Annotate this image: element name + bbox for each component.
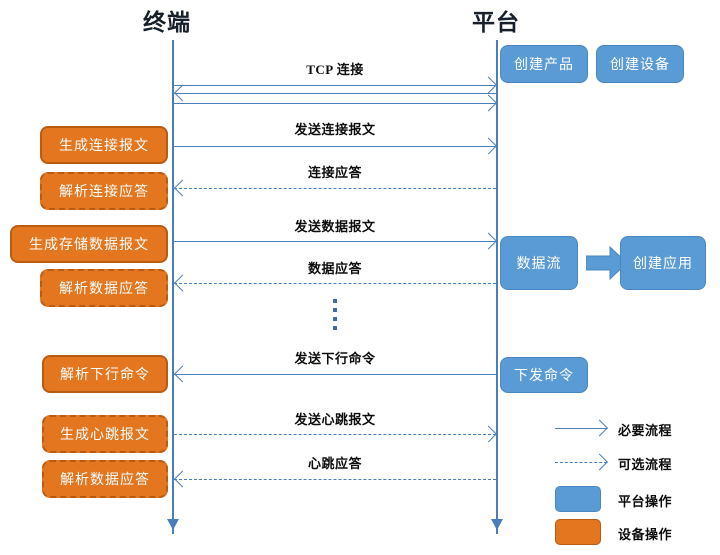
- device-box-parse-data-response-2[interactable]: 解析数据应答: [42, 460, 168, 498]
- device-box-generate-storage-data-packet[interactable]: 生成存储数据报文: [10, 225, 168, 263]
- lifeline-terminal-end-arrow: [167, 519, 179, 530]
- message-label-send-connect-packet: 发送连接报文: [294, 122, 376, 137]
- device-box-label: 解析数据应答: [59, 280, 149, 296]
- message-line-send-data-packet: [174, 241, 496, 242]
- message-line-send-downlink-command: [174, 374, 496, 375]
- lifeline-platform-end-arrow: [491, 519, 503, 530]
- arrowhead-tcp-synack: [174, 84, 191, 102]
- platform-box-label: 创建应用: [633, 255, 693, 271]
- platform-box-create-product[interactable]: 创建产品: [500, 45, 588, 83]
- device-box-generate-connect-packet[interactable]: 生成连接报文: [40, 126, 168, 164]
- lifeline-platform: [496, 40, 498, 534]
- vertical-ellipsis: [333, 299, 337, 330]
- legend-solid-line: [555, 428, 607, 429]
- arrowhead-send-connect-packet: [480, 137, 497, 155]
- device-box-parse-data-response[interactable]: 解析数据应答: [40, 269, 168, 307]
- legend-label-platform-operation: 平台操作: [618, 494, 673, 509]
- legend-swatch-platform: [555, 486, 601, 512]
- message-line-heartbeat-response: [174, 479, 496, 480]
- legend-label-optional-flow: 可选流程: [618, 457, 673, 472]
- actor-title-terminal: 终端: [143, 10, 191, 35]
- platform-box-label: 下发命令: [514, 367, 574, 383]
- arrowhead-heartbeat-response: [174, 470, 191, 488]
- message-line-send-heartbeat-packet: [174, 434, 496, 435]
- arrowhead-send-heartbeat-packet: [480, 425, 497, 443]
- arrowhead-data-response: [174, 274, 191, 292]
- legend-solid-arrowhead: [591, 419, 608, 437]
- lifeline-terminal: [172, 40, 174, 534]
- device-box-label: 生成存储数据报文: [29, 236, 149, 252]
- message-label-tcp-connect: TCP 连接: [306, 62, 364, 77]
- arrowhead-send-data-packet: [480, 232, 497, 250]
- device-box-parse-connect-response[interactable]: 解析连接应答: [40, 172, 168, 210]
- arrowhead-connect-response: [174, 179, 191, 197]
- legend-swatch-device: [555, 519, 601, 545]
- device-box-parse-downlink-command[interactable]: 解析下行命令: [42, 355, 168, 393]
- device-box-label: 解析数据应答: [60, 471, 150, 487]
- platform-box-send-command[interactable]: 下发命令: [500, 357, 588, 393]
- message-line-data-response: [174, 283, 496, 284]
- device-box-generate-heartbeat-packet[interactable]: 生成心跳报文: [42, 415, 168, 453]
- legend-dashed-line: [555, 462, 607, 463]
- message-line-tcp-ack: [174, 103, 496, 104]
- arrowhead-tcp-syn: [480, 76, 497, 94]
- platform-box-create-device[interactable]: 创建设备: [596, 45, 684, 83]
- platform-box-label: 创建设备: [610, 56, 670, 72]
- message-label-send-downlink-command: 发送下行命令: [294, 351, 376, 366]
- arrowhead-send-downlink-command: [174, 365, 191, 383]
- device-box-label: 解析下行命令: [60, 366, 150, 382]
- legend-label-required-flow: 必要流程: [618, 423, 673, 438]
- device-box-label: 生成心跳报文: [60, 426, 150, 442]
- platform-box-label: 创建产品: [514, 56, 574, 72]
- message-label-send-heartbeat-packet: 发送心跳报文: [294, 412, 376, 427]
- device-box-label: 生成连接报文: [59, 137, 149, 153]
- legend-label-device-operation: 设备操作: [618, 527, 673, 542]
- device-box-label: 解析连接应答: [59, 183, 149, 199]
- platform-box-create-application[interactable]: 创建应用: [620, 236, 706, 290]
- message-label-heartbeat-response: 心跳应答: [307, 456, 362, 471]
- message-line-send-connect-packet: [174, 146, 496, 147]
- message-label-data-response: 数据应答: [307, 261, 362, 276]
- actor-title-platform: 平台: [472, 10, 520, 35]
- message-line-connect-response: [174, 188, 496, 189]
- message-label-connect-response: 连接应答: [307, 165, 362, 180]
- legend-dashed-arrowhead: [591, 453, 608, 471]
- platform-box-data-stream[interactable]: 数据流: [500, 236, 578, 290]
- message-label-send-data-packet: 发送数据报文: [294, 219, 376, 234]
- block-arrow-right-icon: [585, 245, 628, 286]
- arrowhead-tcp-ack: [480, 94, 497, 112]
- message-line-tcp-synack: [174, 93, 496, 94]
- message-line-tcp-syn: [174, 85, 496, 86]
- platform-box-label: 数据流: [516, 255, 562, 271]
